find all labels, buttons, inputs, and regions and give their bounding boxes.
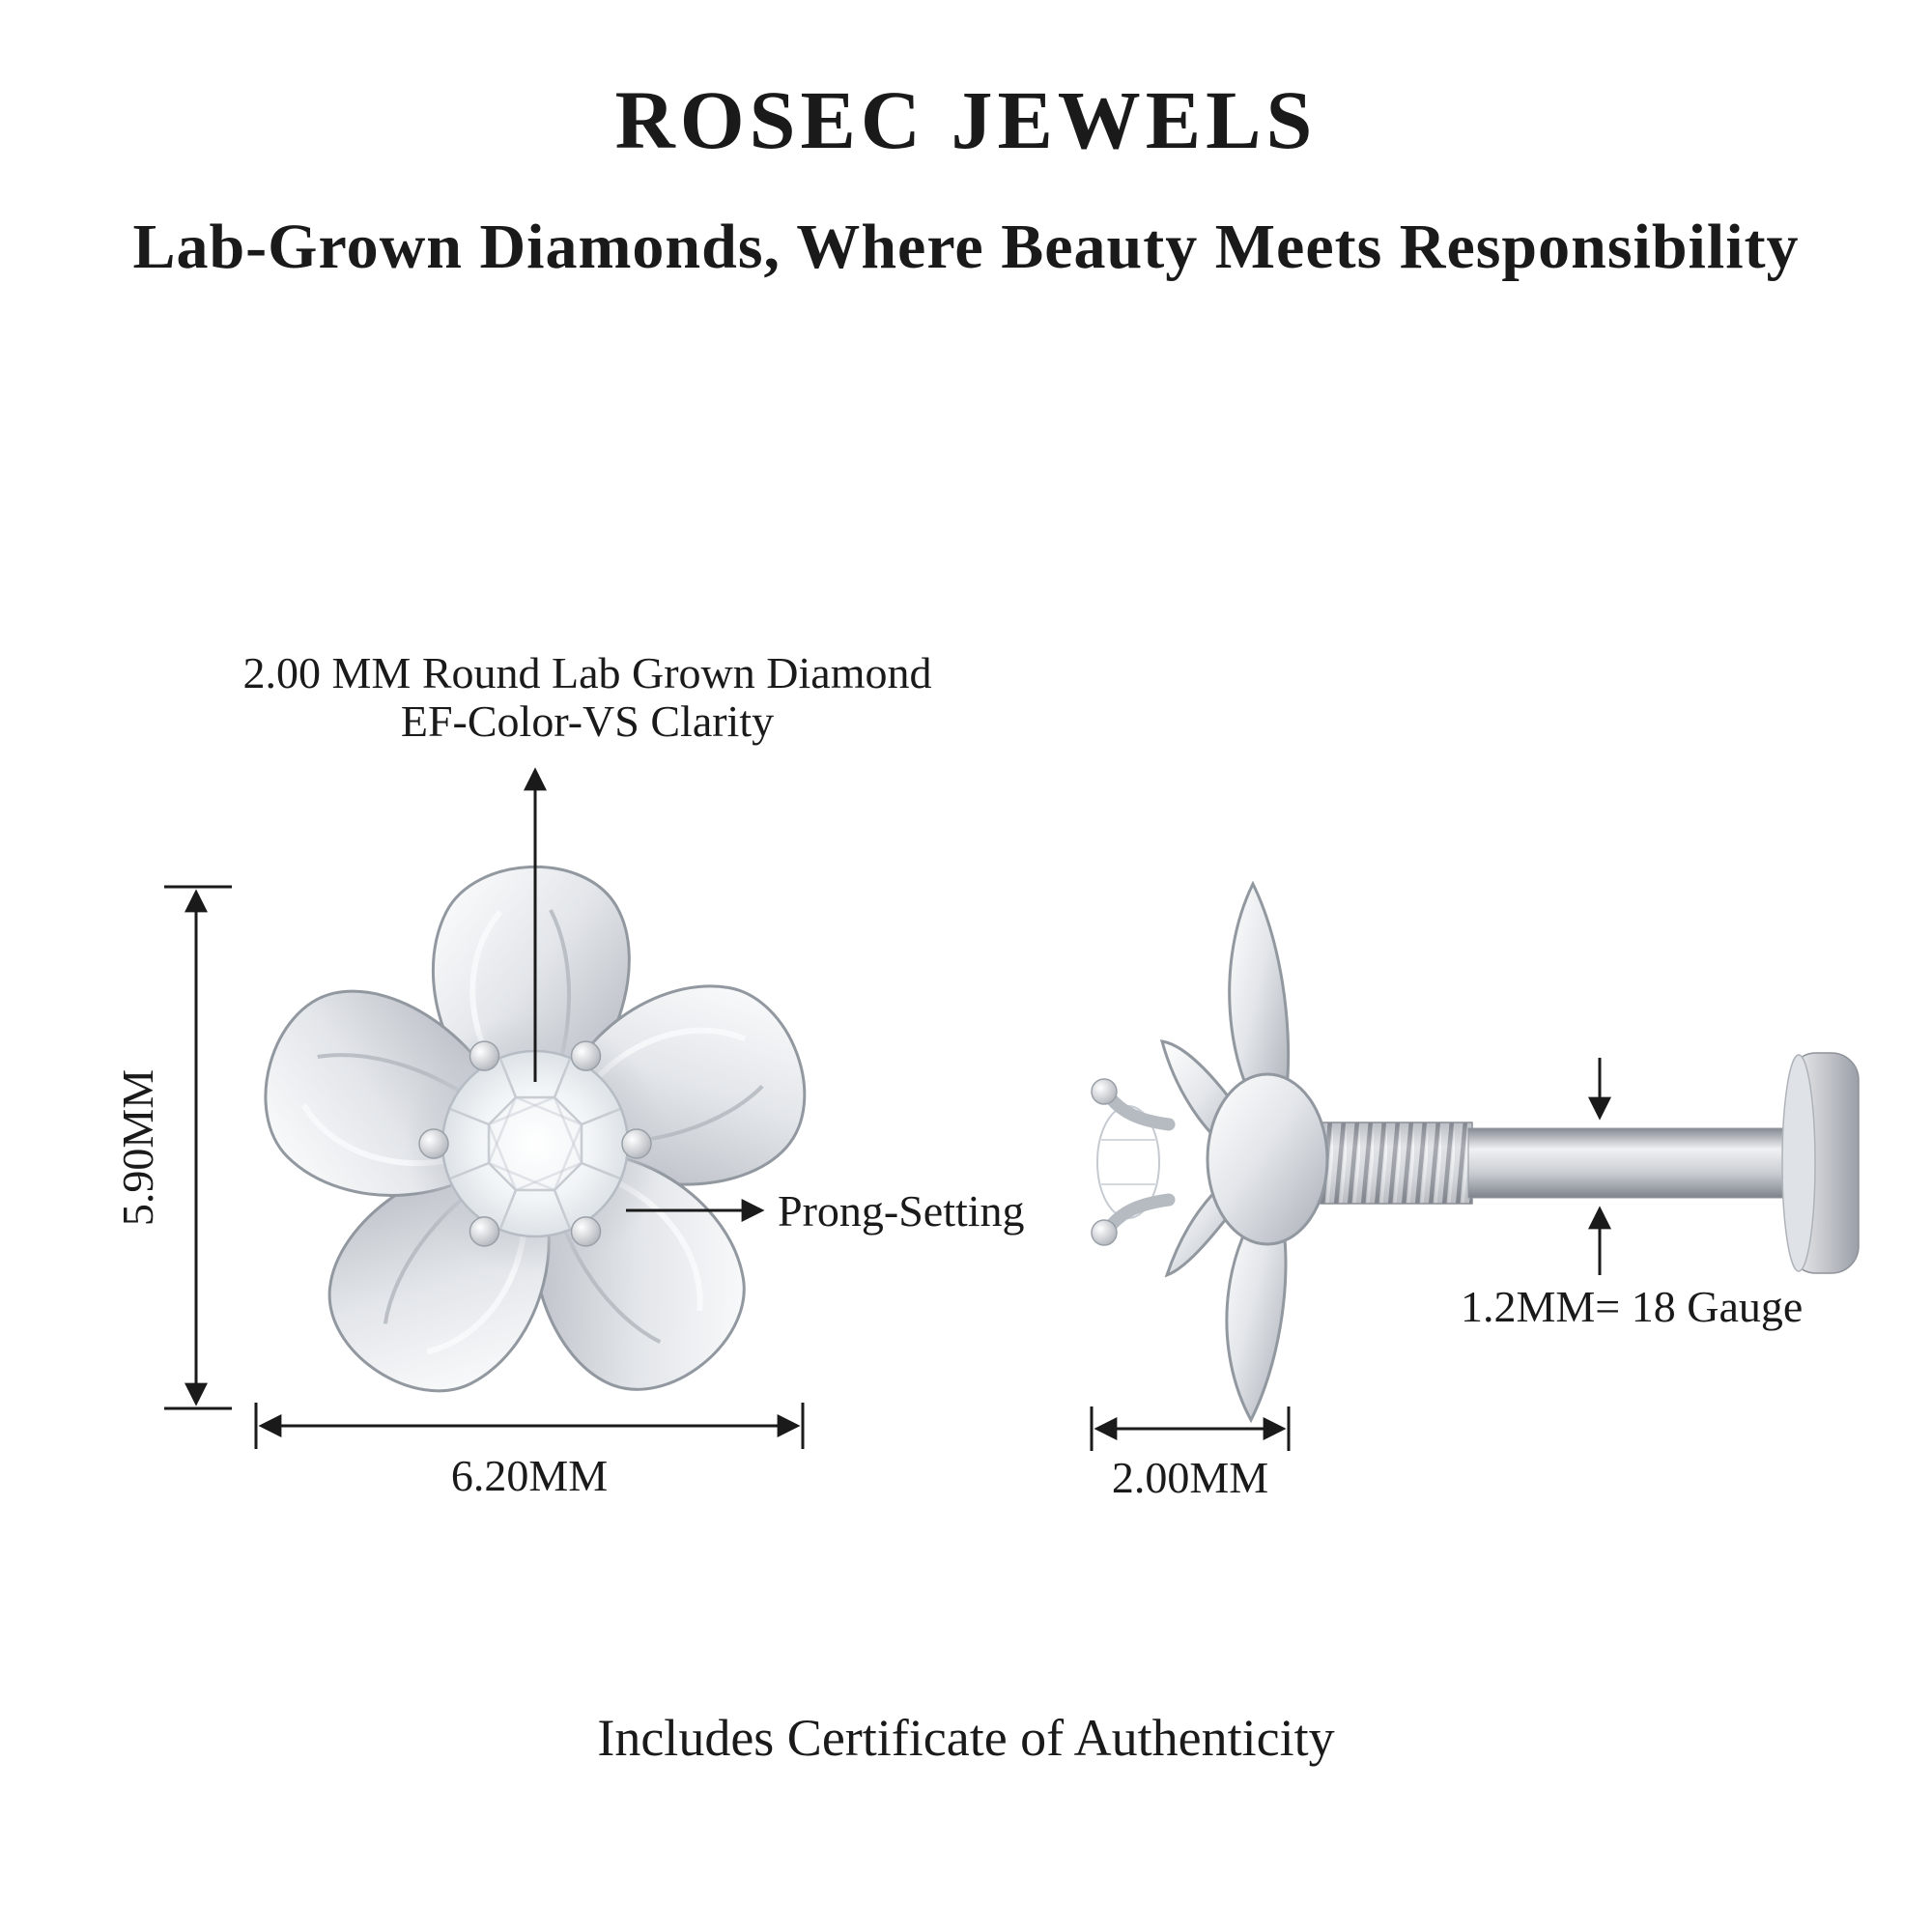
prong-setting-label: Prong-Setting: [778, 1186, 1025, 1236]
stone-callout: 2.00 MM Round Lab Grown Diamond EF-Color…: [243, 648, 932, 1082]
certificate-note: Includes Certificate of Authenticity: [597, 1709, 1335, 1767]
prongs: [418, 1040, 652, 1247]
side-width-label: 2.00MM: [1112, 1453, 1268, 1502]
side-width-dimension: 2.00MM: [1090, 1406, 1291, 1502]
front-view-illustration: [264, 866, 807, 1393]
side-prongs: [1091, 1078, 1176, 1246]
labret-disc-face: [1781, 1054, 1816, 1272]
gauge-label: 1.2MM= 18 Gauge: [1461, 1282, 1803, 1331]
front-width-dimension: 6.20MM: [254, 1403, 805, 1500]
brand-title: ROSEC JEWELS: [614, 73, 1318, 166]
side-hub: [1206, 1072, 1329, 1246]
gauge-dimension: 1.2MM= 18 Gauge: [1461, 1058, 1803, 1331]
stone-note-line2: EF-Color-VS Clarity: [401, 696, 774, 746]
side-petal-top: [1228, 880, 1291, 1127]
front-height-dimension: 5.90MM: [113, 885, 232, 1410]
brand-tagline: Lab-Grown Diamonds, Where Beauty Meets R…: [132, 212, 1800, 282]
front-width-label: 6.20MM: [451, 1451, 608, 1500]
stone-note-line1: 2.00 MM Round Lab Grown Diamond: [243, 648, 932, 697]
front-height-label: 5.90MM: [113, 1069, 162, 1226]
side-view-illustration: [1091, 880, 1860, 1424]
prong-callout: Prong-Setting: [626, 1186, 1025, 1236]
post-bar: [1467, 1127, 1796, 1199]
